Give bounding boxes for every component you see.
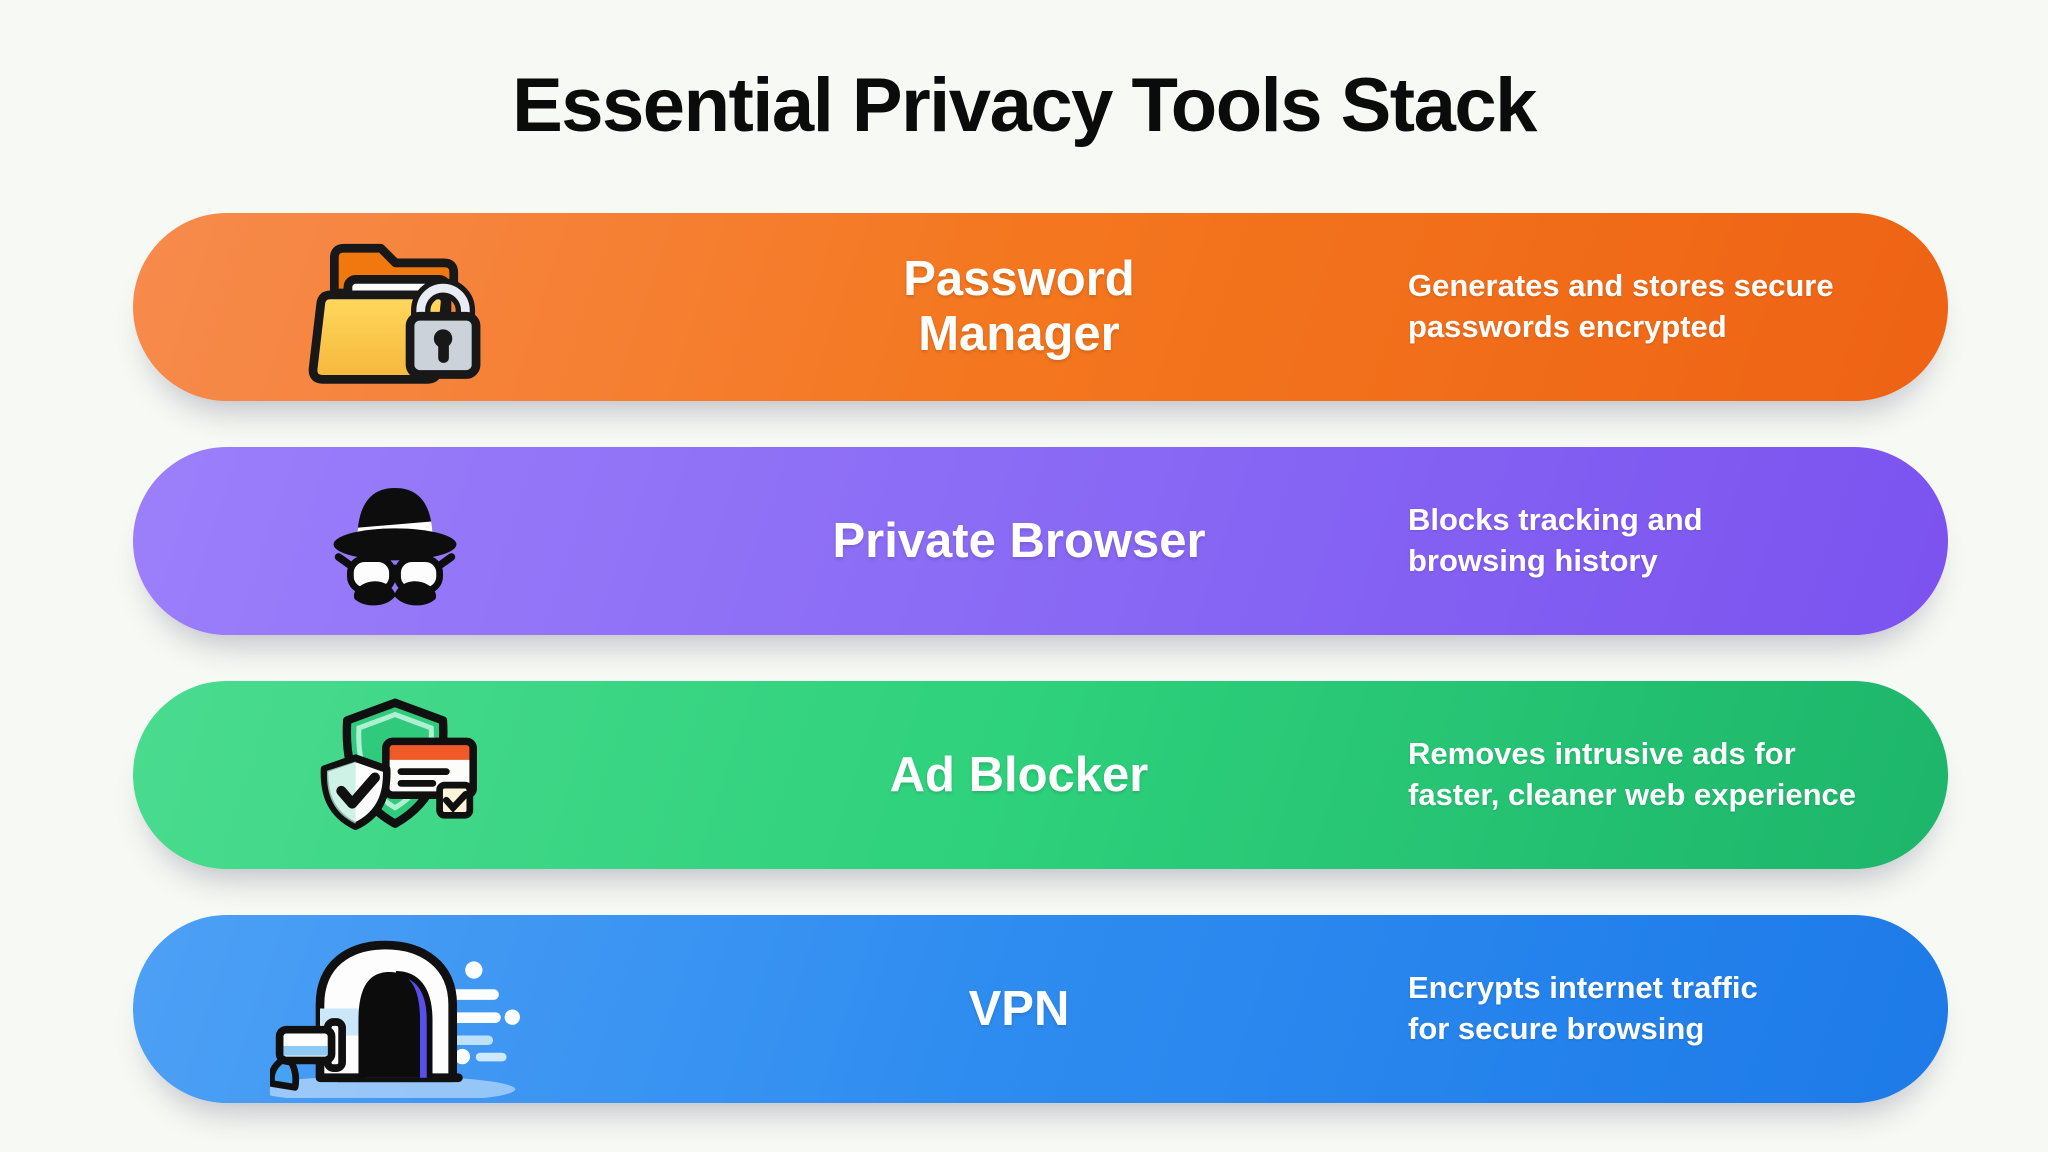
tool-row-ad-blocker: Ad Blocker Removes intrusive ads for fas…: [133, 681, 1948, 869]
tool-description: Removes intrusive ads for faster, cleane…: [1408, 736, 1857, 812]
tool-name: Private Browser: [832, 513, 1206, 568]
page-title: Essential Privacy Tools Stack: [512, 63, 1537, 148]
tool-name: Ad Blocker: [889, 747, 1149, 802]
tool-name: VPN: [968, 981, 1070, 1036]
tool-description: Generates and stores secure passwords en…: [1408, 268, 1834, 344]
tool-row-vpn: VPN Encrypts internet traffic for secure…: [133, 915, 1948, 1103]
tool-row-private-browser: Private Browser Blocks tracking and brow…: [133, 447, 1948, 635]
tool-name: Password Manager: [903, 252, 1135, 361]
vpn-tunnel-icon: [225, 920, 565, 1098]
adblock-shield-icon: [225, 691, 565, 859]
folder-lock-icon: [225, 225, 565, 390]
tool-description: Encrypts internet traffic for secure bro…: [1408, 970, 1758, 1046]
tool-description: Blocks tracking and browsing history: [1408, 502, 1703, 578]
incognito-icon: [225, 461, 565, 621]
tool-row-password-manager: Password Manager Generates and stores se…: [133, 213, 1948, 401]
